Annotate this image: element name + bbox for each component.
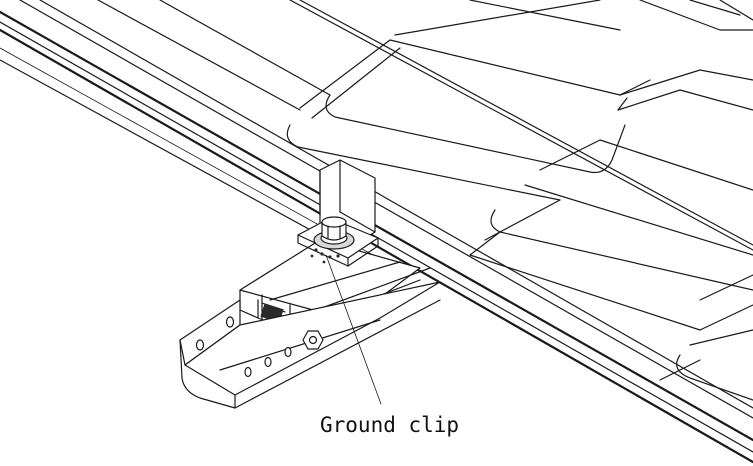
solar-panel [97, 0, 753, 401]
ground-clip [297, 216, 379, 267]
bracket-bolt [302, 330, 324, 350]
callout-leader-line [325, 254, 382, 405]
ground-clip-label: Ground clip [320, 413, 459, 437]
